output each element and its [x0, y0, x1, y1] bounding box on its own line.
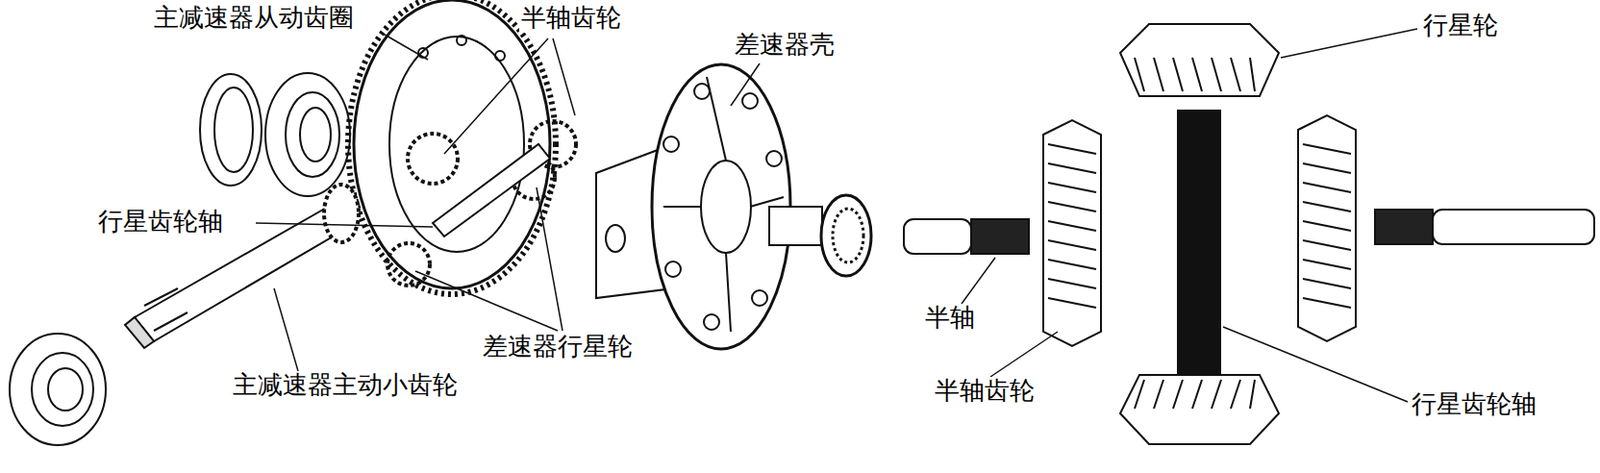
- side-gear-right: [1298, 115, 1356, 342]
- part-label: 半轴齿轮: [519, 3, 624, 33]
- bolt-hole: [495, 50, 505, 61]
- case-ribs: [663, 76, 784, 332]
- side-gear: [407, 133, 458, 184]
- part-label: 行星轮: [1421, 11, 1500, 41]
- bearing-inner: [285, 92, 340, 177]
- seal-ring-inner: [214, 87, 253, 173]
- case-hub: [700, 160, 751, 253]
- spline-ring-inner: [832, 208, 864, 263]
- planet-shaft-bar: [1177, 110, 1221, 380]
- pinion-spline: [125, 317, 154, 349]
- part-label: 主减速器主动小齿轮: [230, 371, 460, 400]
- planet-gear: [387, 243, 430, 286]
- planet-gear-teeth: [1134, 57, 1255, 92]
- part-label: 半轴: [923, 303, 977, 333]
- part-label: 主减速器从动齿圈: [151, 3, 356, 33]
- part-label: 行星齿轮轴: [96, 207, 225, 237]
- pinion-bearing-inner: [31, 352, 94, 426]
- part-label: 行星齿轮轴: [1409, 390, 1539, 420]
- half-shaft: [1432, 209, 1595, 245]
- leader-lines: [255, 28, 1418, 402]
- case-window: [605, 225, 625, 252]
- bearing: [265, 73, 350, 197]
- half-shaft-spline: [1375, 209, 1433, 245]
- case-neck: [769, 206, 823, 246]
- bearing-bore: [300, 107, 331, 162]
- side-gear-left: [1043, 120, 1101, 347]
- pinion-bearing: [9, 333, 106, 446]
- pinion-spline-lines: [144, 288, 188, 331]
- planet-shaft: [432, 144, 550, 237]
- bolt-hole: [456, 35, 467, 46]
- side-gear-teeth: [1048, 144, 1097, 308]
- planet-gear-top: [1120, 24, 1279, 97]
- pinion-bearing-bore: [48, 368, 83, 411]
- part-label: 差速器壳: [732, 30, 837, 60]
- part-label: 半轴齿轮: [932, 376, 1037, 406]
- half-shaft: [903, 219, 972, 254]
- planet-gear-teeth: [1134, 379, 1255, 409]
- planet-gear-bottom: [1120, 375, 1279, 445]
- seal-ring: [200, 74, 262, 186]
- half-shaft-spline: [971, 219, 1029, 254]
- part-label: 差速器行星轮: [480, 332, 635, 362]
- spline-ring: [821, 195, 872, 276]
- side-gear-teeth: [1302, 144, 1351, 308]
- ring-gear-teeth: [348, 0, 556, 295]
- pinion-gear: [324, 184, 359, 243]
